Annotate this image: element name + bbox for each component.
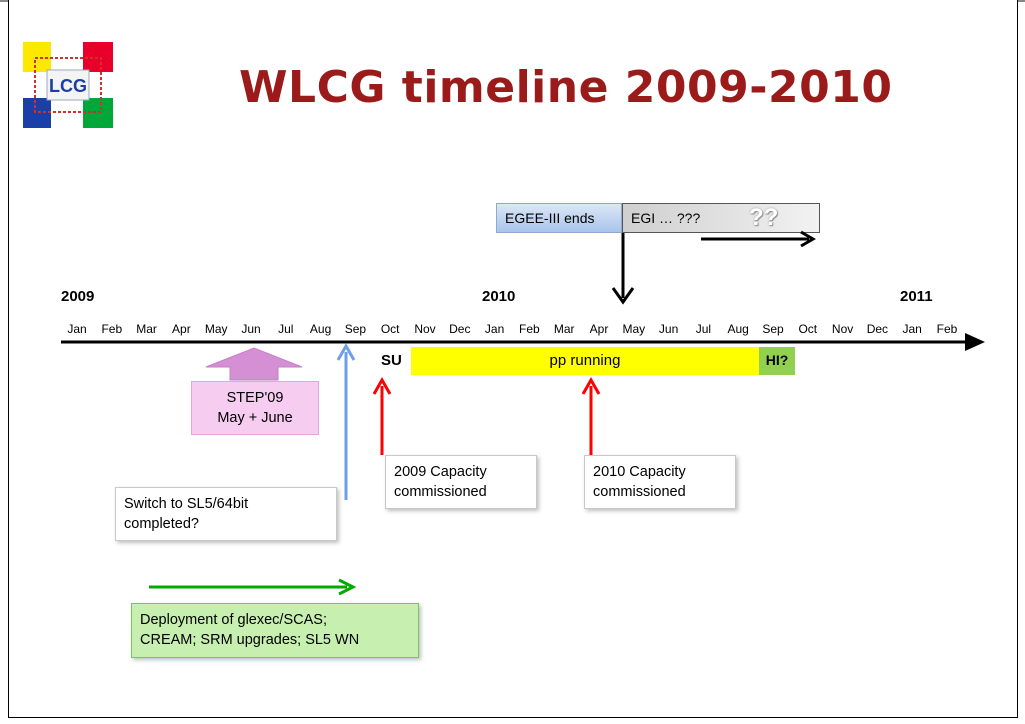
timeline-axis-arrowhead (965, 333, 985, 351)
sl5-line-2: completed? (124, 516, 199, 532)
month-label: Jan (484, 322, 505, 336)
sl5-switch-box: Switch to SL5/64bit completed? (115, 487, 337, 541)
logo-text: LCG (49, 76, 87, 96)
month-label: Aug (309, 322, 332, 336)
step09-arrow (205, 347, 303, 381)
month-label: Feb (519, 322, 540, 336)
month-label: Feb (101, 322, 123, 336)
year-label-2009: 2009 (61, 288, 95, 305)
capacity-2009-box: 2009 Capacity commissioned (385, 455, 537, 509)
egee-end-box: EGEE-III ends (496, 203, 622, 233)
month-label: Aug (727, 322, 749, 336)
month-label: Jan (67, 322, 87, 336)
hi-label: HI? (765, 352, 789, 368)
month-label: Jun (241, 322, 261, 336)
su-label: SU (381, 352, 402, 369)
slide-title: WLCG timeline 2009-2010 (239, 62, 893, 113)
capacity-2010-line-1: 2010 Capacity (593, 464, 686, 480)
month-label: Sep (762, 322, 784, 336)
egi-question-mark: ?? (749, 204, 779, 231)
month-label: Jul (695, 322, 712, 336)
step09-line-2: May + June (217, 410, 293, 426)
capacity-2009-line-2: commissioned (394, 484, 487, 500)
month-label: May (204, 322, 228, 336)
pp-running-label: pp running (549, 352, 621, 369)
month-label: Jan (902, 322, 922, 336)
step09-box: STEP'09 May + June (191, 381, 319, 435)
sl5-line-1: Switch to SL5/64bit (124, 496, 249, 512)
month-label: Mar (553, 322, 575, 336)
month-label: Mar (136, 322, 157, 336)
year-label-2011: 2011 (900, 288, 933, 305)
capacity-2010-line-2: commissioned (593, 484, 686, 500)
month-label: May (622, 322, 646, 336)
lcg-logo: LCG (21, 40, 115, 130)
hi-bar: HI? (759, 347, 795, 375)
egi-continue-arrowhead (800, 230, 816, 248)
capacity-2009-line-1: 2009 Capacity (394, 464, 487, 480)
month-label: Oct (380, 322, 400, 336)
pp-running-bar: pp running (411, 347, 759, 375)
month-label: Jun (658, 322, 679, 336)
month-label: Dec (866, 322, 889, 336)
month-label: Nov (831, 322, 854, 336)
month-label: Dec (449, 322, 471, 336)
capacity-2010-arrowhead (581, 376, 601, 395)
sl5-switch-arrowhead (336, 342, 356, 361)
month-label: Apr (589, 322, 609, 336)
egee-end-label: EGEE-III ends (505, 210, 595, 226)
month-label: Oct (798, 322, 818, 336)
deployment-line-2: CREAM; SRM upgrades; SL5 WN (140, 632, 360, 648)
month-label: Feb (936, 322, 958, 336)
deployment-arrowhead (338, 578, 357, 596)
slide: LCG WLCG timeline 2009-2010 2009 2010 20… (8, 0, 1018, 718)
egi-label: EGI … ??? (631, 210, 701, 226)
year-label-2010: 2010 (482, 288, 516, 305)
step09-line-1: STEP'09 (226, 390, 284, 406)
deployment-line-1: Deployment of glexec/SCAS; (140, 612, 327, 628)
month-label: Apr (172, 322, 191, 336)
deployment-box: Deployment of glexec/SCAS; CREAM; SRM up… (131, 603, 419, 658)
month-label: Sep (344, 322, 367, 336)
egi-box: EGI … ??? ?? (622, 203, 820, 233)
egee-end-arrowhead (611, 287, 635, 305)
capacity-2009-arrowhead (372, 376, 392, 395)
month-label: Nov (414, 322, 436, 336)
capacity-2010-box: 2010 Capacity commissioned (584, 455, 736, 509)
month-label: Jul (278, 322, 294, 336)
